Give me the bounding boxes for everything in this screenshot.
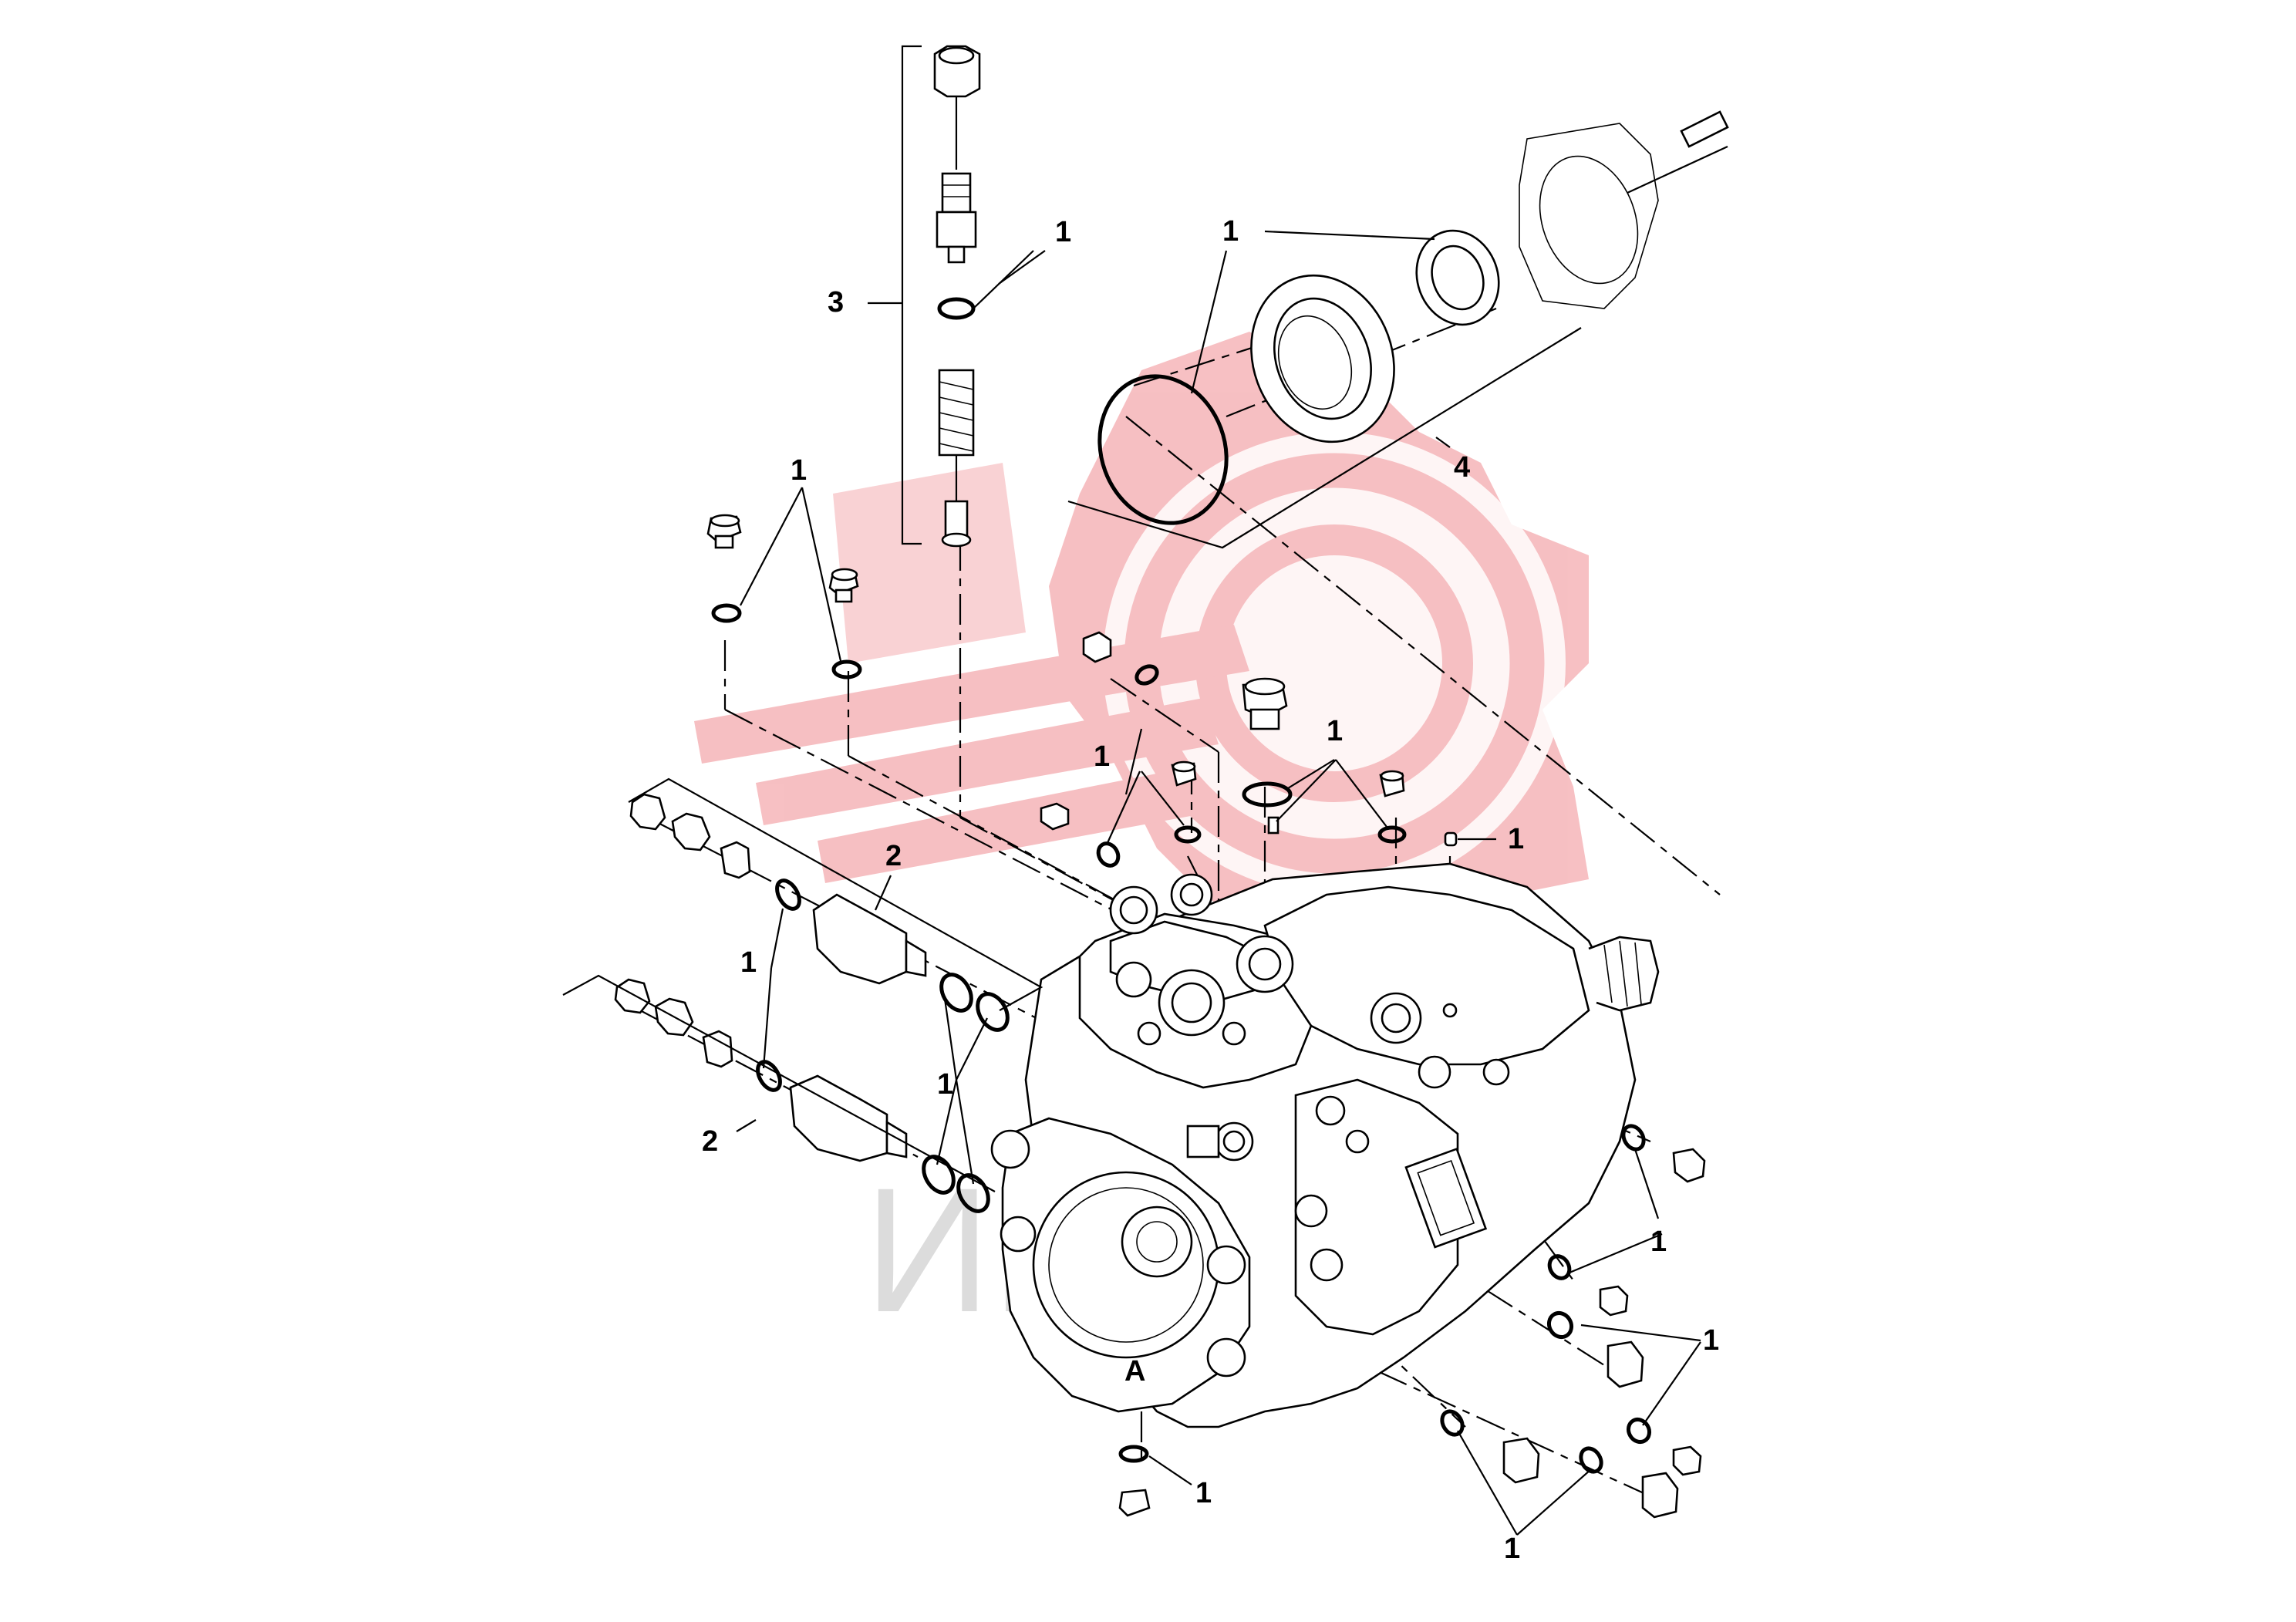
callout-1-bottom-plug: 1	[1195, 1477, 1212, 1509]
relief-valve-lower	[562, 974, 996, 1213]
callout-1-seal-kit: 1	[1222, 215, 1239, 248]
callout-1-right-plug-upper: 1	[1650, 1226, 1667, 1258]
callout-1-small-plug: 1	[1508, 823, 1524, 855]
callout-1-right-plugs-middle: 1	[1703, 1324, 1719, 1357]
callout-1-lower-valve-orings: 1	[937, 1068, 953, 1101]
callout-1-center-right-plugs: 1	[1327, 715, 1343, 747]
callout-2-lower-relief-valve: 2	[702, 1125, 718, 1158]
callout-1-top-valve-oring: 1	[1055, 216, 1071, 248]
pump-housing: A	[990, 862, 1660, 1428]
watermark-logo	[694, 332, 1589, 956]
valve-assembly-3	[868, 45, 1034, 548]
callout-labels: 1 1 3 4 1 1 1 1 2 1 1 2 1 1 1 1	[702, 215, 1719, 1565]
relief-valve-upper	[628, 777, 1043, 1032]
callout-1-upper-valve-orings: 1	[740, 946, 757, 979]
callout-2-upper-relief-valve: 2	[885, 840, 902, 872]
plugs-and-orings	[706, 514, 1706, 1519]
callout-4-seal-kit: 4	[1454, 451, 1470, 484]
port-label-a: A	[1124, 1355, 1145, 1388]
callout-1-center-plugs: 1	[1094, 740, 1110, 773]
callout-1-right-plugs-lower: 1	[1504, 1533, 1520, 1565]
callout-3-valve-assembly: 3	[828, 286, 844, 319]
seal-kit-4	[1067, 110, 1729, 549]
callout-1-top-left-plugs: 1	[791, 454, 807, 487]
leader-lines	[740, 250, 1701, 1536]
